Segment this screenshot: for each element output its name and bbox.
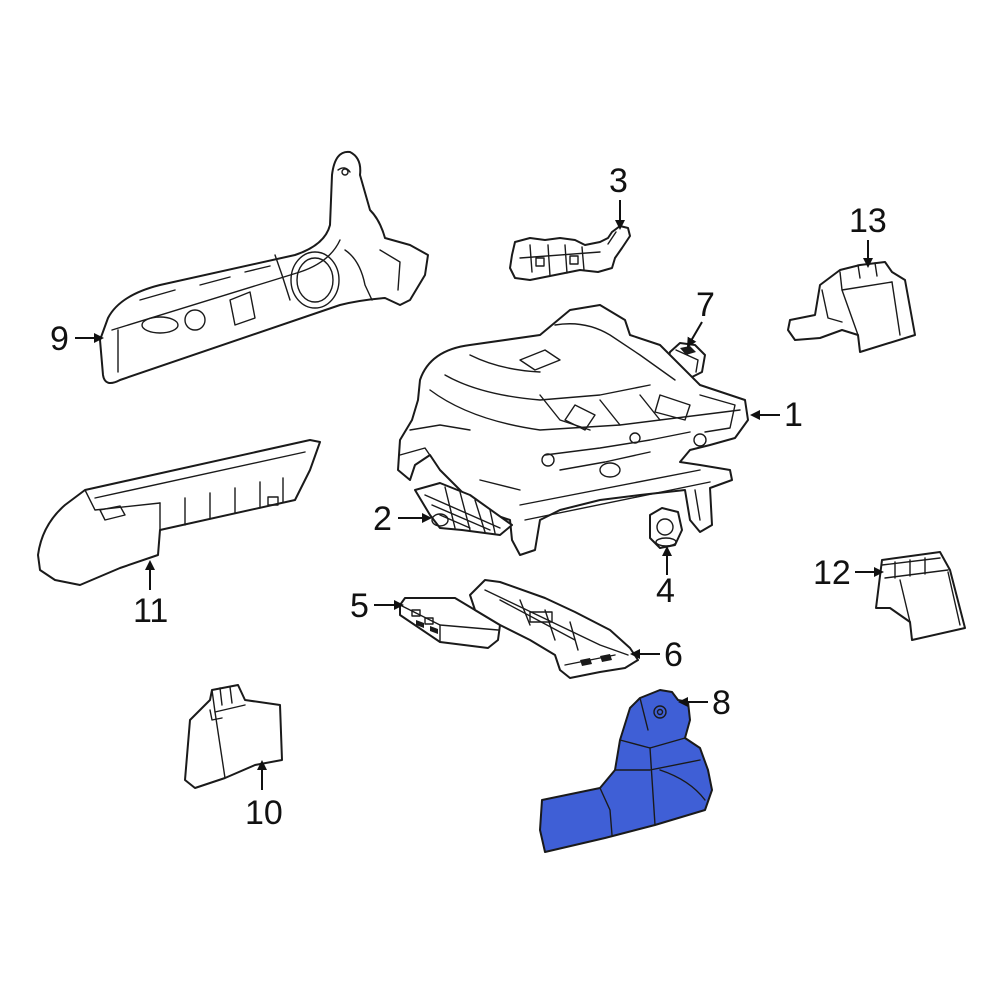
callout-12: 12 <box>813 554 851 592</box>
callout-7: 7 <box>696 286 715 324</box>
callout-6: 6 <box>664 636 683 674</box>
callout-leaders <box>75 200 884 790</box>
part-11-trim-panel[interactable] <box>38 440 320 585</box>
part-12-bracket[interactable] <box>876 552 965 640</box>
callout-11: 11 <box>133 592 168 630</box>
callout-5: 5 <box>350 587 369 625</box>
callout-2: 2 <box>373 500 392 538</box>
callout-9: 9 <box>50 320 69 358</box>
part-13-bracket[interactable] <box>788 262 915 352</box>
part-6-module-rail[interactable] <box>470 580 638 678</box>
callout-8: 8 <box>712 684 731 722</box>
callout-13: 13 <box>849 202 887 240</box>
callout-1: 1 <box>784 396 803 434</box>
callout-4: 4 <box>656 572 675 610</box>
part-3-bracket[interactable] <box>510 226 630 280</box>
part-7-switch[interactable] <box>668 343 705 378</box>
part-1-seat-frame[interactable] <box>398 305 748 555</box>
part-9-side-cover[interactable] <box>100 152 428 383</box>
part-2-mesh-pad[interactable] <box>415 483 512 535</box>
part-10-bracket[interactable] <box>185 685 282 788</box>
part-8-shield-highlighted[interactable] <box>540 690 712 852</box>
callout-3: 3 <box>609 162 628 200</box>
part-4-motor[interactable] <box>650 508 682 548</box>
callout-labels: 1 2 3 4 5 6 7 8 9 10 11 12 13 <box>50 162 887 832</box>
callout-10: 10 <box>245 794 283 832</box>
leader-7 <box>686 321 703 348</box>
